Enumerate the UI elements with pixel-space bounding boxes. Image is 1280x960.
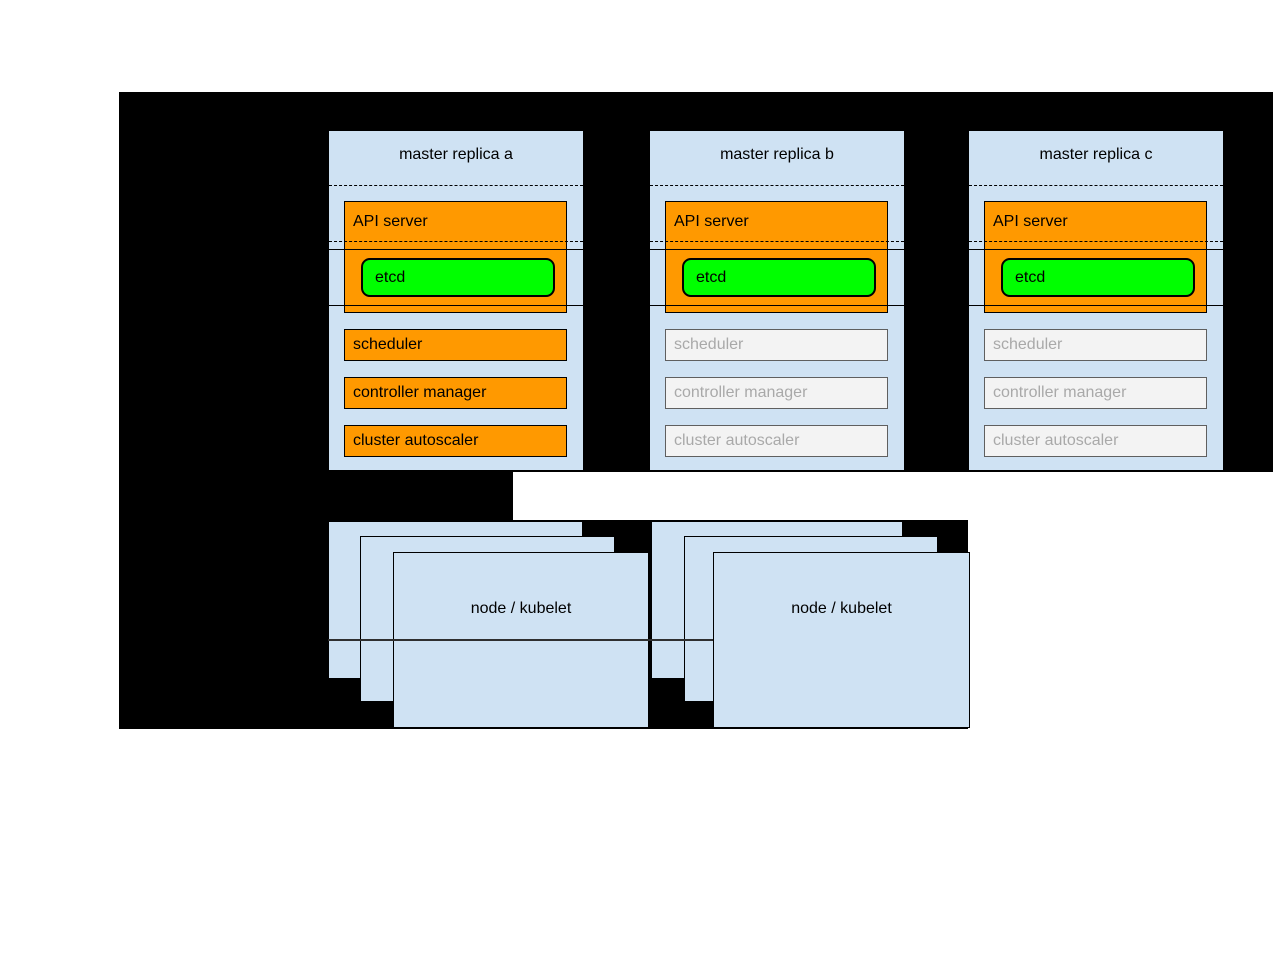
divider-dashed-top [969, 185, 1223, 186]
scheduler-label: scheduler [674, 336, 744, 353]
divider-dashed-mid [969, 241, 1223, 242]
api-server-label: API server [993, 213, 1068, 230]
master-title: master replica c [1039, 146, 1153, 163]
etcd-box: etcd [1001, 258, 1195, 297]
controller-manager-box: controller manager [984, 377, 1207, 409]
scheduler-box: scheduler [665, 329, 888, 361]
etcd-label: etcd [696, 268, 727, 286]
master-replica-a: master replica a API server etcd schedul… [328, 130, 584, 471]
controller-manager-box: controller manager [344, 377, 567, 409]
cluster-autoscaler-box: cluster autoscaler [665, 425, 888, 457]
controller-manager-label: controller manager [674, 384, 808, 401]
etcd-label: etcd [1015, 268, 1046, 286]
scheduler-label: scheduler [993, 336, 1063, 353]
master-title: master replica b [720, 146, 834, 163]
master-replica-c: master replica c API server etcd schedul… [968, 130, 1224, 471]
etcd-box: etcd [361, 258, 555, 297]
master-title: master replica a [399, 146, 513, 163]
controller-manager-label: controller manager [353, 384, 487, 401]
master-replica-b: master replica b API server etcd schedul… [649, 130, 905, 471]
node-divider-line [328, 639, 713, 641]
scheduler-label: scheduler [353, 336, 423, 353]
divider-solid-upper [969, 249, 1223, 250]
divider-dashed-mid [329, 241, 583, 242]
divider-solid-upper [329, 249, 583, 250]
api-server-label: API server [353, 213, 428, 230]
etcd-box: etcd [682, 258, 876, 297]
scheduler-box: scheduler [344, 329, 567, 361]
divider-solid-upper [650, 249, 904, 250]
controller-manager-box: controller manager [665, 377, 888, 409]
node-kubelet-label: node / kubelet [470, 600, 572, 617]
scheduler-box: scheduler [984, 329, 1207, 361]
node-kubelet-label: node / kubelet [791, 600, 892, 617]
controller-manager-label: controller manager [993, 384, 1127, 401]
cluster-autoscaler-label: cluster autoscaler [993, 432, 1119, 449]
divider-solid-lower [969, 305, 1223, 306]
divider-solid-lower [650, 305, 904, 306]
divider-dashed-top [650, 185, 904, 186]
divider-solid-lower [329, 305, 583, 306]
divider-dashed-top [329, 185, 583, 186]
etcd-label: etcd [375, 268, 406, 286]
api-server-label: API server [674, 213, 749, 230]
cluster-autoscaler-box: cluster autoscaler [984, 425, 1207, 457]
cluster-autoscaler-box: cluster autoscaler [344, 425, 567, 457]
node-kubelet-box-2: node / kubelet [713, 552, 970, 728]
cluster-autoscaler-label: cluster autoscaler [353, 432, 479, 449]
divider-dashed-mid [650, 241, 904, 242]
cluster-autoscaler-label: cluster autoscaler [674, 432, 800, 449]
background-panel-mid [119, 472, 513, 520]
